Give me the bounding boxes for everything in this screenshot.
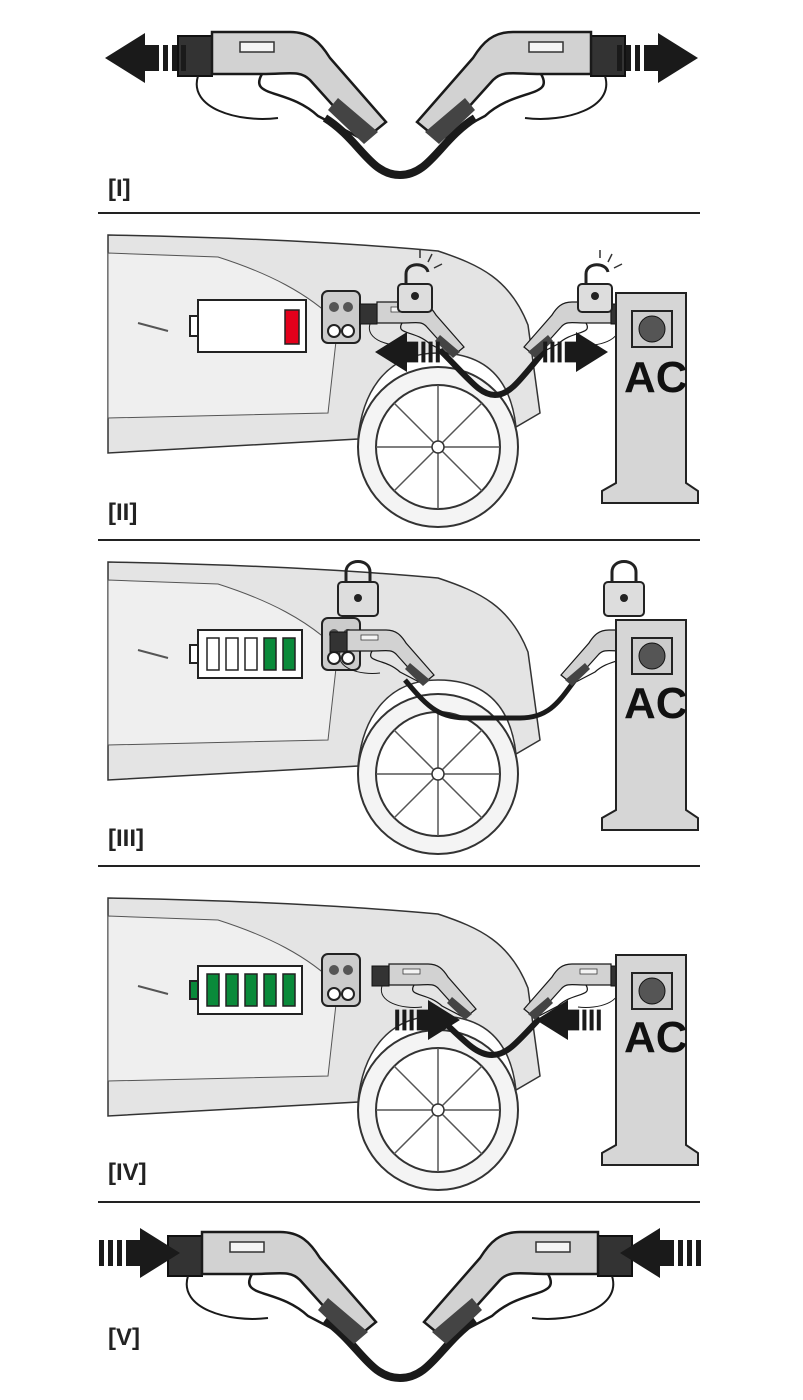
station-label: AC: [624, 353, 688, 402]
step-label: [I]: [108, 175, 131, 202]
lock-closed-icon: [336, 560, 380, 618]
arrow-out-right-icon: [543, 332, 608, 372]
cable: [322, 114, 478, 180]
step-label: [II]: [108, 499, 137, 526]
plug-left: [176, 30, 388, 146]
arrow-out-right-icon: [617, 33, 698, 83]
lock-closed-icon: [602, 560, 646, 618]
station-label: AC: [624, 1013, 688, 1062]
step-2-panel: AC [II]: [107, 234, 699, 528]
battery-indicator: [189, 965, 303, 1015]
step-3-panel: AC [III]: [107, 560, 699, 855]
cable: [322, 1316, 478, 1383]
battery-indicator: [189, 299, 307, 353]
station-label: AC: [624, 679, 688, 728]
step-label: [III]: [108, 825, 144, 852]
car: [107, 234, 541, 528]
step-label: [V]: [108, 1324, 140, 1351]
step-4-panel: AC [IV]: [107, 897, 699, 1191]
step-5-panel: [V]: [99, 1228, 701, 1383]
step-label: [IV]: [108, 1159, 147, 1186]
step-1-panel: [I]: [105, 30, 698, 202]
arrow-out-left-icon: [105, 33, 186, 83]
battery-indicator: [189, 629, 303, 679]
battery-cell-low: [284, 309, 300, 345]
plug-right: [422, 1230, 634, 1346]
plug-left: [166, 1230, 378, 1346]
plug-right: [415, 30, 627, 146]
car: [107, 561, 541, 855]
car: [107, 897, 541, 1191]
